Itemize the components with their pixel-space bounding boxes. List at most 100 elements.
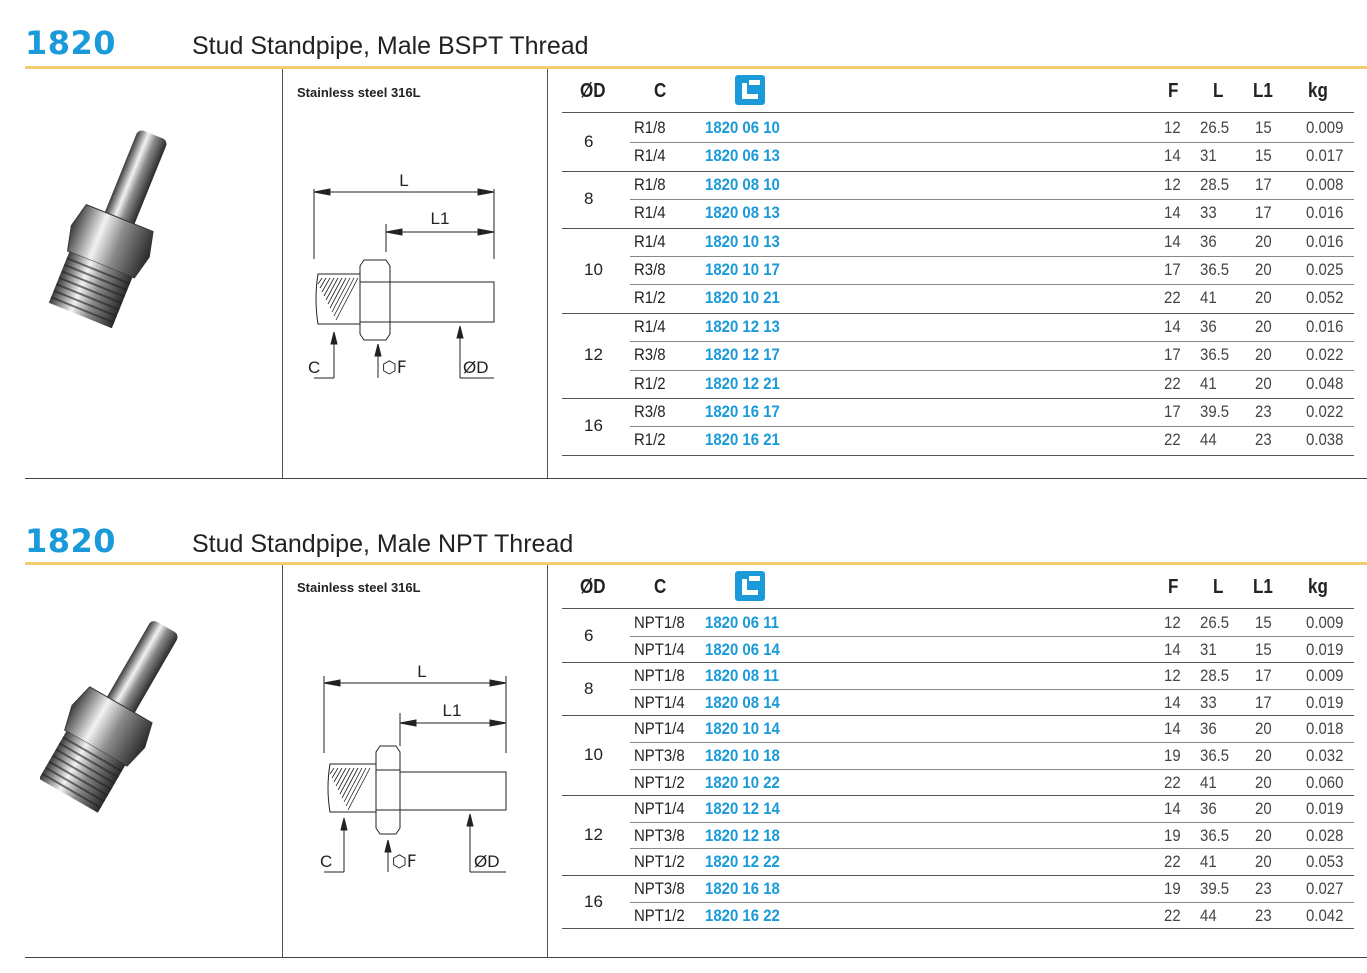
cell-f: 12 bbox=[1164, 666, 1181, 686]
header-rule bbox=[562, 112, 1354, 113]
cell-l1: 20 bbox=[1255, 345, 1272, 365]
cell-art[interactable]: 1820 06 11 bbox=[705, 613, 780, 632]
cell-kg: 0.028 bbox=[1306, 825, 1344, 845]
row-divider bbox=[630, 688, 1354, 690]
cell-od: 6 bbox=[584, 132, 594, 152]
cell-l1: 23 bbox=[1255, 402, 1272, 421]
cell-od: 10 bbox=[584, 745, 603, 765]
cell-art[interactable]: 1820 08 13 bbox=[705, 203, 780, 223]
cell-art[interactable]: 1820 16 17 bbox=[705, 402, 780, 421]
row-divider bbox=[630, 742, 1354, 743]
cell-c: NPT1/4 bbox=[634, 799, 685, 819]
cell-art[interactable]: 1820 10 14 bbox=[705, 719, 780, 739]
row-divider bbox=[630, 142, 1354, 144]
cell-art[interactable]: 1820 08 11 bbox=[705, 666, 780, 686]
column-divider bbox=[547, 69, 548, 479]
cell-c: NPT3/8 bbox=[634, 746, 685, 765]
cell-od: 10 bbox=[584, 260, 603, 280]
cell-kg: 0.008 bbox=[1306, 174, 1344, 194]
catalog-reference-icon bbox=[735, 571, 765, 601]
group-divider bbox=[562, 170, 1354, 172]
dim-label-od: ØD bbox=[463, 358, 489, 377]
cell-art[interactable]: 1820 08 14 bbox=[705, 692, 780, 712]
section-bottom-rule bbox=[25, 478, 1367, 479]
cell-l: 44 bbox=[1200, 430, 1217, 450]
cell-f: 22 bbox=[1164, 373, 1181, 393]
cell-l1: 23 bbox=[1255, 430, 1272, 450]
cell-art[interactable]: 1820 12 18 bbox=[705, 825, 780, 845]
cell-art[interactable]: 1820 08 10 bbox=[705, 174, 780, 194]
cell-art[interactable]: 1820 06 14 bbox=[705, 639, 780, 659]
cell-art[interactable]: 1820 10 13 bbox=[705, 231, 780, 251]
cell-l: 36.5 bbox=[1200, 260, 1230, 279]
cell-art[interactable]: 1820 12 13 bbox=[705, 316, 780, 336]
cell-l: 39.5 bbox=[1200, 879, 1230, 898]
cell-c: R1/8 bbox=[634, 174, 666, 194]
cell-art[interactable]: 1820 16 22 bbox=[705, 905, 780, 925]
cell-l1: 17 bbox=[1255, 666, 1272, 686]
cell-l: 31 bbox=[1200, 639, 1217, 659]
cell-kg: 0.060 bbox=[1306, 772, 1344, 792]
cell-l: 41 bbox=[1200, 852, 1217, 872]
row-divider bbox=[630, 848, 1354, 850]
col-header-c: C bbox=[654, 80, 667, 102]
cell-art[interactable]: 1820 10 21 bbox=[705, 288, 780, 308]
cell-od: 12 bbox=[584, 825, 603, 845]
group-divider bbox=[562, 875, 1354, 876]
cell-art[interactable]: 1820 12 14 bbox=[705, 799, 780, 819]
cell-kg: 0.052 bbox=[1306, 288, 1344, 308]
cell-art[interactable]: 1820 06 10 bbox=[705, 118, 780, 137]
cell-l1: 17 bbox=[1255, 203, 1272, 223]
cell-art[interactable]: 1820 12 21 bbox=[705, 373, 780, 393]
section-code: 1820 bbox=[25, 24, 117, 62]
cell-kg: 0.022 bbox=[1306, 345, 1344, 365]
cell-f: 22 bbox=[1164, 430, 1181, 450]
dim-label-l: L bbox=[399, 171, 408, 190]
cell-l: 36.5 bbox=[1200, 746, 1230, 765]
cell-kg: 0.009 bbox=[1306, 118, 1344, 137]
cell-c: NPT1/8 bbox=[634, 666, 685, 686]
cell-f: 14 bbox=[1164, 719, 1181, 739]
cell-art[interactable]: 1820 12 22 bbox=[705, 852, 780, 872]
dim-label-l1: L1 bbox=[431, 209, 450, 228]
cell-kg: 0.016 bbox=[1306, 231, 1344, 251]
product-photo bbox=[40, 621, 178, 813]
cell-l: 26.5 bbox=[1200, 118, 1230, 137]
cell-c: NPT1/2 bbox=[634, 905, 685, 925]
group-divider bbox=[562, 398, 1354, 399]
cell-art[interactable]: 1820 12 17 bbox=[705, 345, 780, 365]
cell-kg: 0.009 bbox=[1306, 613, 1344, 632]
cell-art[interactable]: 1820 16 18 bbox=[705, 879, 780, 898]
cell-c: R3/8 bbox=[634, 345, 666, 365]
group-divider bbox=[562, 715, 1354, 717]
cell-l1: 17 bbox=[1255, 692, 1272, 712]
section-title: Stud Standpipe, Male NPT Thread bbox=[192, 530, 574, 558]
cell-c: R1/4 bbox=[634, 203, 666, 223]
cell-art[interactable]: 1820 16 21 bbox=[705, 430, 780, 450]
cell-l: 36 bbox=[1200, 231, 1217, 251]
column-divider bbox=[547, 565, 548, 957]
col-header-kg: kg bbox=[1308, 576, 1328, 598]
col-header-l: L bbox=[1213, 576, 1224, 598]
cell-art[interactable]: 1820 10 18 bbox=[705, 746, 780, 765]
row-divider bbox=[630, 199, 1354, 201]
cell-l1: 15 bbox=[1255, 146, 1272, 166]
cell-art[interactable]: 1820 06 13 bbox=[705, 146, 780, 166]
cell-art[interactable]: 1820 10 17 bbox=[705, 260, 780, 279]
cell-kg: 0.038 bbox=[1306, 430, 1344, 450]
cell-l: 36 bbox=[1200, 799, 1217, 819]
cell-kg: 0.019 bbox=[1306, 799, 1344, 819]
cell-c: R3/8 bbox=[634, 260, 666, 279]
cell-art[interactable]: 1820 10 22 bbox=[705, 772, 780, 792]
cell-l: 36 bbox=[1200, 719, 1217, 739]
row-divider bbox=[630, 369, 1354, 371]
